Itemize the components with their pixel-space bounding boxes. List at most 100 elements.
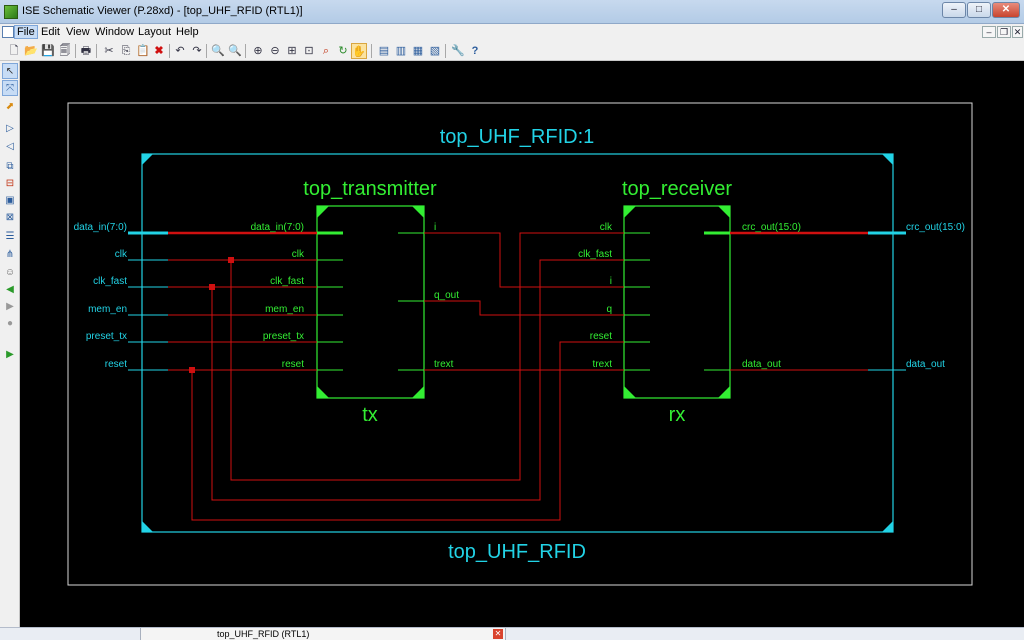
tx-instance-label: tx [362,404,378,426]
undo-icon[interactable]: ↶ [175,45,185,57]
layout-tile-horizontal-icon[interactable]: ▥ [395,45,407,57]
symbol-icon[interactable]: ⊟ [5,178,15,189]
paste-icon[interactable]: 📋 [136,45,150,57]
cut-icon[interactable]: ✂ [104,45,114,57]
toolbar-separator [206,44,207,58]
print-icon[interactable]: 🖶 [80,45,92,57]
copy-icon[interactable]: ⎘ [121,45,131,57]
stop-icon[interactable]: ● [6,318,14,329]
new-file-icon[interactable]: 🗋 [9,45,19,57]
list-icon[interactable]: ☰ [5,231,15,242]
add-output-icon[interactable]: ◁ [6,141,14,152]
net-q [424,300,624,316]
refresh-icon[interactable]: ↻ [338,45,348,57]
top-module-box[interactable] [141,153,894,533]
tree-icon[interactable]: ⋔ [5,249,15,260]
menu-edit[interactable]: Edit [41,26,60,38]
toolbar-separator [169,44,170,58]
forward-icon[interactable]: ▶ [6,301,14,312]
tx-block[interactable] [316,205,425,399]
back-icon[interactable]: ◀ [6,284,14,295]
layout-arrange-icon[interactable]: ▧ [429,45,441,57]
tag-icon[interactable]: ⊠ [5,212,15,223]
tx-pin-label: i [434,222,436,233]
menu-help[interactable]: Help [176,26,199,38]
tab-close-icon[interactable]: ✕ [493,629,503,639]
top-instance-label: top_UHF_RFID:1 [440,126,595,148]
find-icon[interactable]: 🔍 [211,45,225,57]
top-port-label: reset [105,359,127,370]
top-module-name: top_UHF_RFID [448,541,586,563]
document-tab-label: top_UHF_RFID (RTL1) [217,629,310,639]
route-icon[interactable]: ⤧ [2,80,18,96]
select-pointer-icon[interactable]: ↖ [2,63,18,79]
zoom-area-icon[interactable]: ⌕ [322,45,330,57]
tx-corner [317,386,329,398]
mdi-restore-button[interactable]: ❐ [997,26,1011,38]
toolbar: 🗋 📂 💾 🗐 🖶 ✂ ⎘ 📋 ✖ ↶ ↷ 🔍 🔍 ⊕ ⊖ ⊞ ⊡ ⌕ ↻ ✋ … [0,41,1024,61]
junction-dot [189,367,195,373]
junction-dot [209,284,215,290]
search-icon[interactable]: 🔍 [228,45,242,57]
delete-icon[interactable]: ✖ [154,45,164,57]
tx-pin-label: preset_tx [263,331,304,342]
tx-corner [412,386,424,398]
open-folder-icon[interactable]: 📂 [24,45,38,57]
zoom-out-icon[interactable]: ⊖ [270,45,280,57]
rx-pin-label: clk [600,222,613,233]
tx-pin-label: reset [282,359,304,370]
mdi-minimize-button[interactable]: – [982,26,996,38]
save-all-icon[interactable]: 🗐 [59,45,71,57]
redo-icon[interactable]: ↷ [192,45,202,57]
top-port-label: data_out [906,359,945,370]
rx-pin-label: q [606,304,612,315]
layout-cascade-icon[interactable]: ▤ [378,45,390,57]
nets [168,231,868,521]
layout-tile-vertical-icon[interactable]: ▦ [412,45,424,57]
pan-icon[interactable]: ✋ [351,43,367,59]
menu-view[interactable]: View [66,26,90,38]
menu-window[interactable]: Window [95,26,135,38]
expand-icon[interactable]: ⬈ [5,101,15,112]
toolbar-separator [75,44,76,58]
net-i [424,232,624,288]
top-port-label: preset_tx [86,331,127,342]
app-logo-icon [4,5,18,19]
hierarchy-icon[interactable]: ⧉ [6,161,14,172]
window-title: ISE Schematic Viewer (P.28xd) - [top_UHF… [22,5,303,17]
net-icon[interactable]: ▣ [5,195,15,206]
run-icon[interactable]: ▶ [6,349,14,360]
tx-corner [412,206,424,218]
top-port-label: clk_fast [93,276,127,287]
rx-pin-label: crc_out(15:0) [742,222,801,233]
document-tab[interactable]: top_UHF_RFID (RTL1) ✕ [140,628,506,640]
help-icon[interactable]: ? [471,45,479,57]
minimize-button[interactable]: – [942,2,966,18]
zoom-selection-icon[interactable]: ⊡ [304,45,314,57]
mdi-close-button[interactable]: ✕ [1012,26,1023,38]
left-tool-strip: ↖ ⤧ ⬈ ▷ ◁ ⧉ ⊟ ▣ ⊠ ☰ ⋔ ☺ ◀ ▶ ● ▶ [0,61,20,627]
maximize-button[interactable]: □ [967,2,991,18]
rx-block[interactable] [623,205,731,399]
add-input-icon[interactable]: ▷ [6,123,14,134]
top-port-label: crc_out(15:0) [906,222,965,233]
top-module-corner [882,154,893,165]
menu-file[interactable]: File [14,25,38,39]
toolbar-separator [96,44,97,58]
save-icon[interactable]: 💾 [41,45,55,57]
document-icon[interactable] [2,26,14,38]
rx-pin-label: clk_fast [578,249,612,260]
tx-pin-stubs [317,231,424,371]
rx-corner [624,206,636,218]
zoom-full-icon[interactable]: ⊞ [287,45,297,57]
top-module-corner [142,521,153,532]
rx-pin-label: data_out [742,359,781,370]
title-bar: ISE Schematic Viewer (P.28xd) - [top_UHF… [0,0,1024,24]
menu-layout[interactable]: Layout [138,26,172,38]
person-icon[interactable]: ☺ [4,267,16,278]
rx-pin-stubs [624,231,730,371]
schematic-canvas[interactable]: top_UHF_RFID:1 top_UHF_RFID top_transmit… [20,61,1024,627]
wrench-icon[interactable]: 🔧 [451,45,465,57]
zoom-in-icon[interactable]: ⊕ [253,45,263,57]
close-button[interactable]: ✕ [992,2,1020,18]
